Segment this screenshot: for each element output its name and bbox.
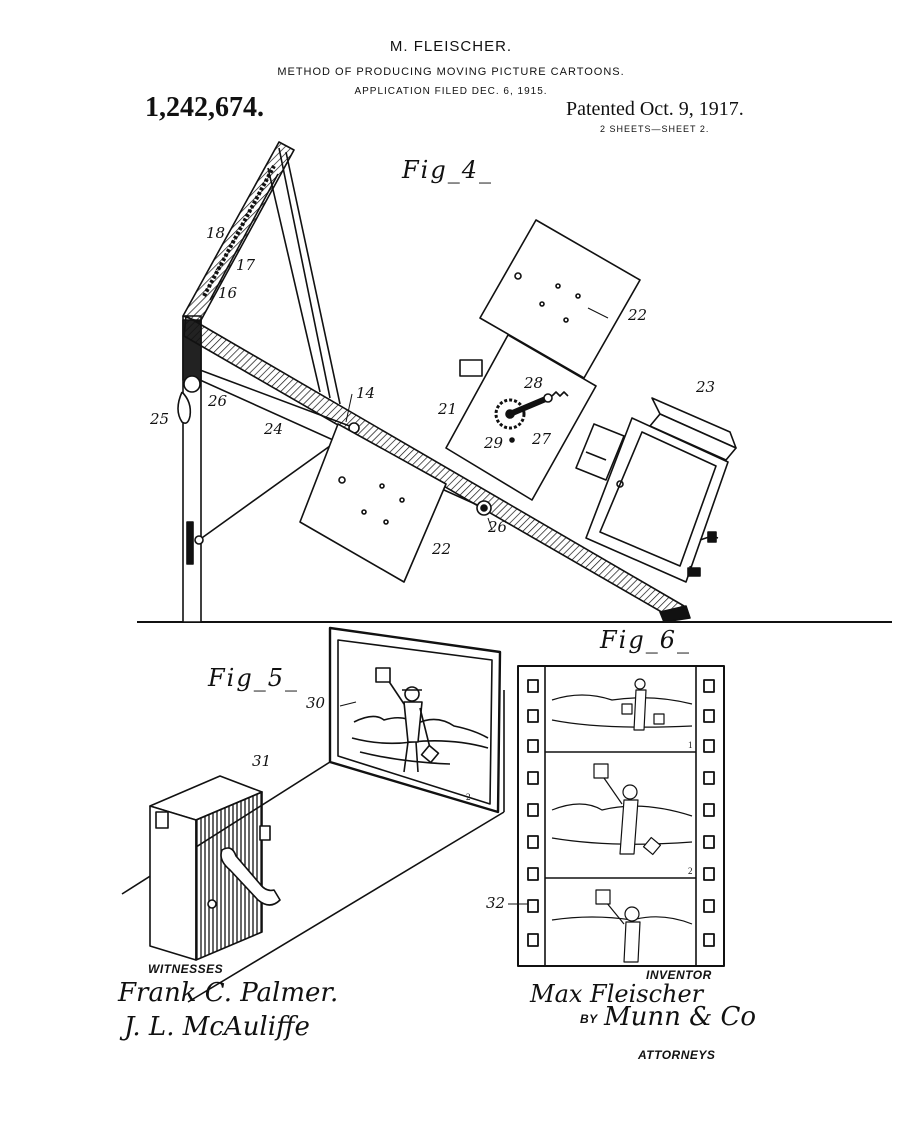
ref-24: 24 [264,420,284,438]
witness-signature-2: J. L. McAuliffe [124,1012,310,1042]
ref-31: 31 [252,752,272,770]
ref-18: 18 [206,224,226,242]
patent-number: 1,242,674. [145,92,264,123]
ref-30: 30 [306,694,326,712]
ref-21: 21 [438,400,458,418]
figure-4-label: Fig_4_ [402,156,493,184]
application-date: APPLICATION FILED DEC. 6, 1915. [354,86,548,97]
film-frame-2: 2 [688,866,693,876]
witnesses-label: WITNESSES [148,962,224,976]
ref-28: 28 [524,374,544,392]
patent-title: METHOD OF PRODUCING MOVING PICTURE CARTO… [277,66,625,78]
witness-signature-1: Frank C. Palmer. [118,978,339,1008]
attorneys-label: ATTORNEYS [638,1048,716,1062]
figure-5-label: Fig_5_ [208,664,299,692]
inventor-signature: Max Fleischer [530,980,704,1008]
inventor-label: INVENTOR [646,968,712,982]
ref-26-upper: 26 [208,392,228,410]
attorneys-signature: Munn & Co [604,1002,757,1032]
patented-date: Patented Oct. 9, 1917. [566,98,744,120]
ref-17: 17 [236,256,256,274]
ref-29: 29 [484,434,504,452]
ref-16: 16 [218,284,238,302]
by-label: BY [580,1012,598,1026]
screen-frame-2: 2 [466,792,471,802]
inventor-header: M. FLEISCHER. [389,38,513,55]
figure-6-label: Fig_6_ [600,626,691,654]
ref-26-lower: 26 [488,518,508,536]
film-frame-1: 1 [688,740,693,750]
ref-23: 23 [696,378,716,396]
sheet-count: 2 SHEETS—SHEET 2. [600,124,710,134]
fig4-drawing [137,141,892,623]
ref-22-upper: 22 [628,306,648,324]
ref-14: 14 [356,384,376,402]
ref-27: 27 [532,430,552,448]
ref-32: 32 [486,894,506,912]
ref-25: 25 [150,410,170,428]
fig5-drawing [121,626,505,1003]
ref-22-lower: 22 [432,540,452,558]
fig6-drawing [517,665,725,967]
